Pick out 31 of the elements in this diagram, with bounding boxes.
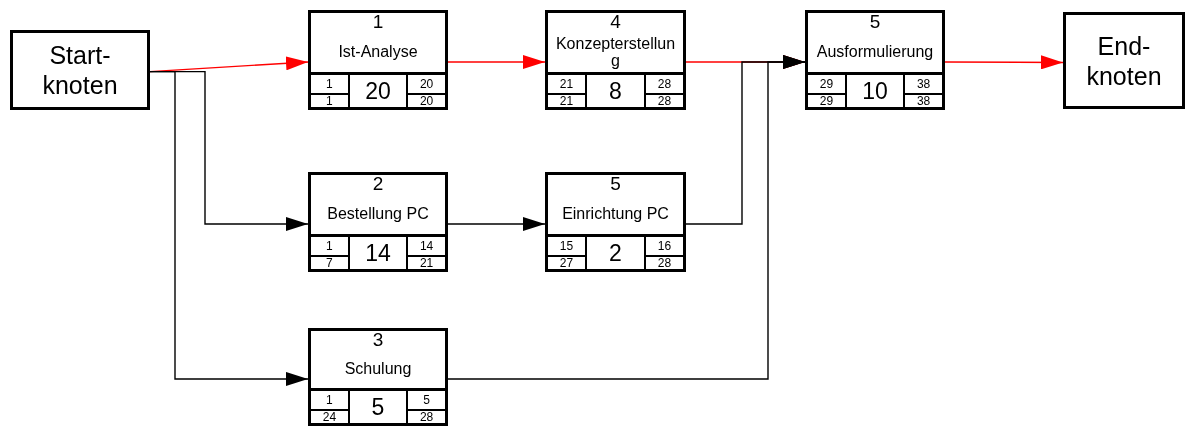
arrow bbox=[149, 70, 309, 386]
activity-box bbox=[805, 10, 945, 110]
node-label: Start- knoten bbox=[41, 40, 119, 100]
arrow bbox=[447, 217, 546, 231]
activity-number: 4 bbox=[545, 10, 686, 34]
arrow bbox=[447, 55, 546, 69]
activity-name: Schulung bbox=[308, 348, 448, 391]
activity-box bbox=[545, 10, 686, 110]
activity-box bbox=[308, 10, 448, 110]
earliest-finish: 5 bbox=[406, 388, 448, 412]
activity-name: Konzepterstellung bbox=[545, 31, 686, 74]
activity-box bbox=[308, 172, 448, 272]
arrow bbox=[944, 55, 1064, 70]
activity-number: 5 bbox=[545, 172, 686, 196]
activity-number: 2 bbox=[308, 172, 448, 196]
node-label: End- knoten bbox=[1085, 30, 1163, 91]
terminal-box bbox=[10, 30, 150, 110]
latest-start: 24 bbox=[308, 409, 350, 426]
terminal-box bbox=[1063, 12, 1185, 109]
activity-name: Ausformulierung bbox=[805, 31, 945, 74]
duration: 5 bbox=[347, 388, 409, 426]
arrow bbox=[447, 55, 806, 380]
activity-number: 3 bbox=[308, 328, 448, 351]
activity-name: Bestellung PC bbox=[308, 193, 448, 236]
activity-number: 5 bbox=[805, 10, 945, 34]
activity-box bbox=[308, 328, 448, 426]
activity-box bbox=[545, 172, 686, 272]
activity-name: Ist-Analyse bbox=[308, 31, 448, 74]
latest-finish: 28 bbox=[406, 409, 448, 426]
activity-number: 1 bbox=[308, 10, 448, 34]
activity-name: Einrichtung PC bbox=[545, 193, 686, 236]
